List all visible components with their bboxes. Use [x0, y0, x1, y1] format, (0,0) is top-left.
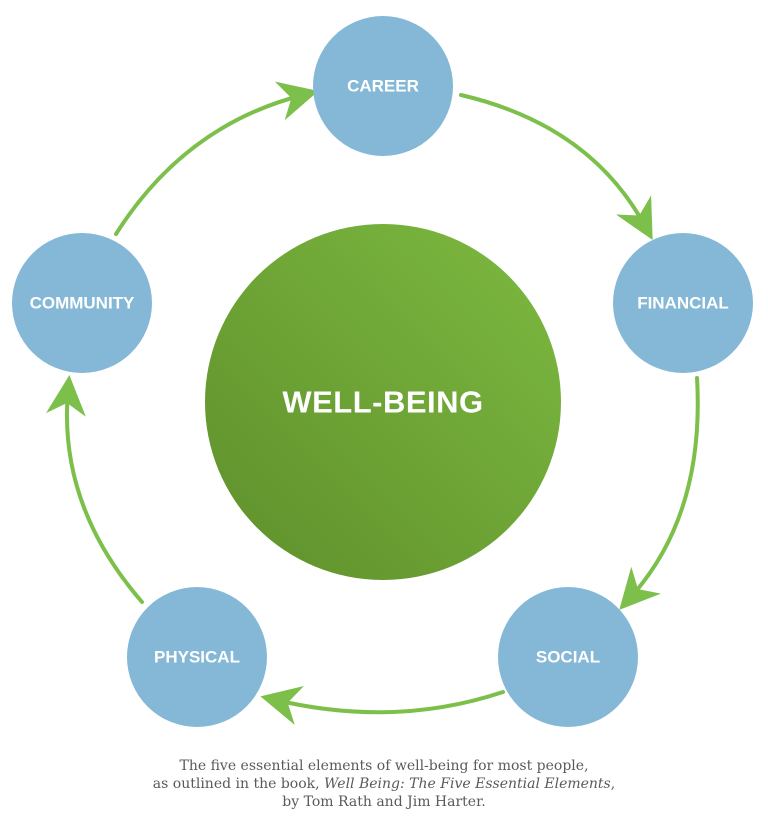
caption-line-2-prefix: as outlined in the book, [152, 776, 325, 792]
book-title: Well Being: The Five Essential Elements [324, 776, 611, 792]
node-community: COMMUNITY [12, 233, 152, 373]
node-circle [613, 233, 753, 373]
arrow-social-to-physical [260, 686, 505, 725]
node-circle [313, 16, 453, 156]
caption-line-2-suffix: , [610, 776, 616, 792]
node-label: FINANCIAL [637, 294, 729, 313]
node-physical: PHYSICAL [127, 587, 267, 727]
center-node: WELL-BEING [205, 224, 561, 580]
node-circle [127, 587, 267, 727]
node-label: SOCIAL [536, 648, 600, 667]
center-circle [205, 224, 561, 580]
cycle-arrows [45, 81, 700, 725]
node-label: CAREER [347, 77, 419, 96]
node-circle [12, 233, 152, 373]
center-label: WELL-BEING [282, 385, 483, 420]
figure-caption: The five essential elements of well-bein… [0, 757, 768, 811]
arrow-career-to-financial [459, 93, 653, 241]
node-label: COMMUNITY [30, 294, 135, 313]
caption-line-3: by Tom Rath and Jim Harter. [282, 794, 486, 810]
arrow-physical-to-community [45, 375, 144, 604]
node-label: PHYSICAL [154, 648, 240, 667]
node-social: SOCIAL [498, 587, 638, 727]
arrow-financial-to-social [619, 376, 700, 610]
node-career: CAREER [313, 16, 453, 156]
node-financial: FINANCIAL [613, 233, 753, 373]
node-circle [498, 587, 638, 727]
arrow-community-to-career [114, 81, 319, 236]
caption-line-2: as outlined in the book, Well Being: The… [0, 775, 768, 793]
caption-line-1: The five essential elements of well-bein… [179, 758, 589, 774]
